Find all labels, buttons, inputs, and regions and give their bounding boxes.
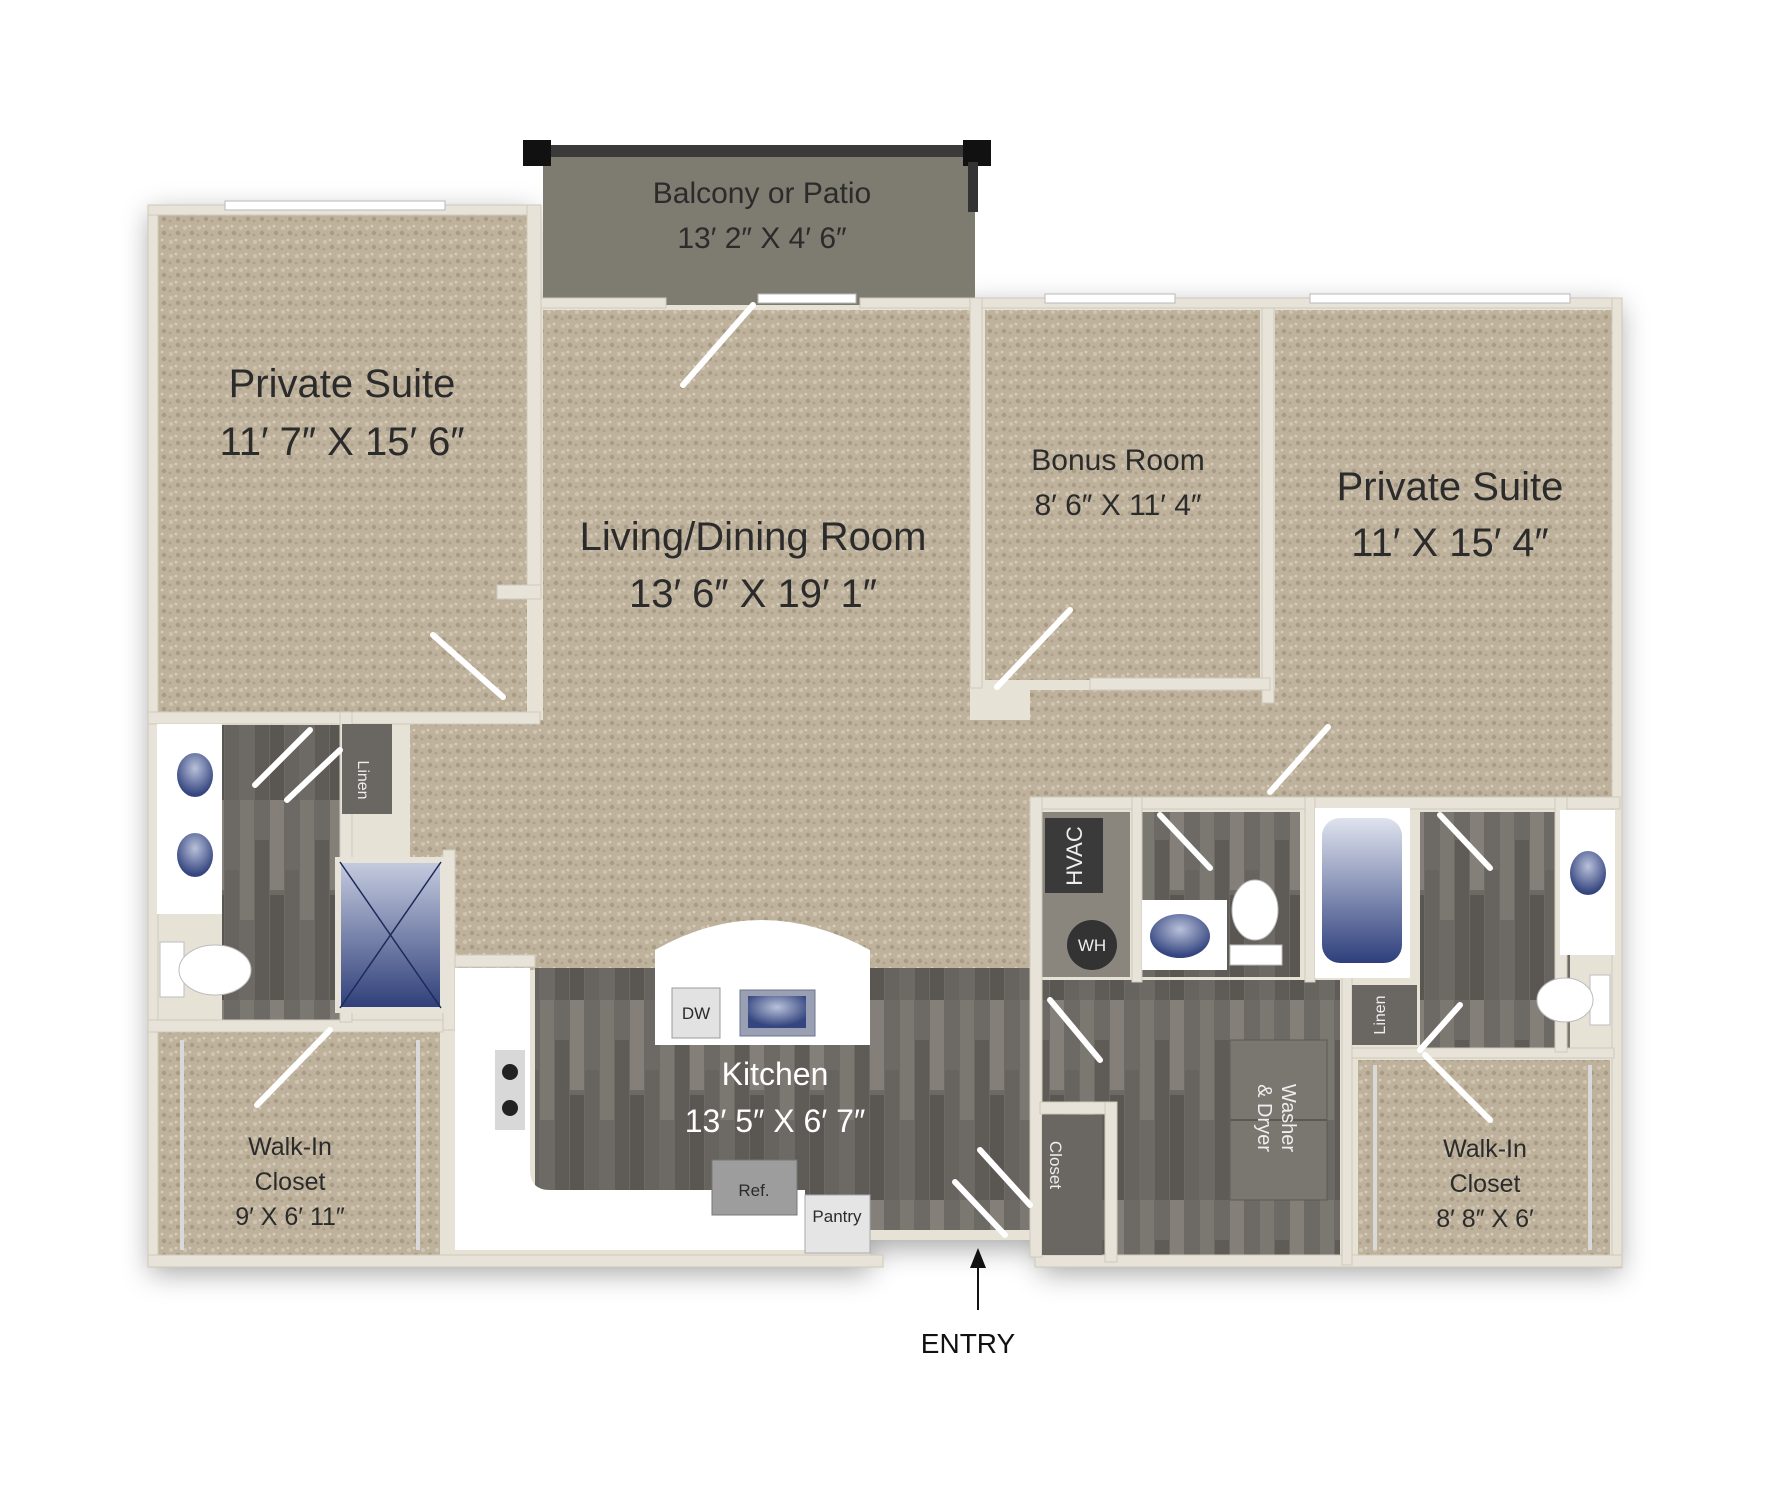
balcony-rail [530,145,986,157]
burner-icon [502,1100,518,1116]
dw-label: DW [682,1004,710,1023]
suite-left-dims: 11′ 7″ X 15′ 6″ [220,420,465,464]
bonus-dims: 8′ 6″ X 11′ 4″ [1034,489,1201,522]
closet-left-floor [157,1030,440,1255]
bath-right-floor [1420,812,1570,1057]
sink-icon [177,753,213,797]
closet-right-floor [1358,1060,1610,1255]
toilet-icon [1231,879,1279,941]
entry-arrow-icon [970,1248,986,1310]
kitchen-name: Kitchen [722,1056,829,1092]
hvac-unit [1045,818,1103,893]
sink-icon [1150,914,1210,958]
toilet-icon [1536,977,1594,1023]
balcony-floor [543,150,975,305]
sink-icon [1570,851,1606,895]
linen-right [1352,985,1417,1045]
suite-right-dims: 11′ X 15′ 4″ [1351,521,1548,565]
sink-icon [177,833,213,877]
hall-floor [1030,690,1615,800]
closet-right-dims: 8′ 8″ X 6′ [1436,1205,1534,1233]
closet-rods [180,1040,1592,1250]
wh-label: WH [1078,936,1106,955]
closet-left-dims: 9′ X 6′ 11″ [235,1203,345,1231]
closet-left-name-line2: Closet [255,1168,326,1196]
suite-left-floor [157,213,527,713]
toilet-icon [178,944,252,996]
bonus-name: Bonus Room [1031,444,1204,477]
kitchen-dims: 13′ 5″ X 6′ 7″ [685,1103,866,1139]
washer-label-line1: Washer [1277,1084,1299,1153]
windows [224,200,1571,304]
closet-right-name-line2: Closet [1450,1170,1521,1198]
suite-right-name: Private Suite [1337,465,1564,509]
closet-left-name-line1: Walk-In [248,1133,332,1161]
washer-label-line2: & Dryer [1253,1084,1275,1152]
refrigerator [711,1159,798,1216]
linen-left-label: Linen [354,760,371,799]
vanity-left [157,724,222,914]
bonus-floor [985,310,1260,680]
kitchen-sink-basin [748,996,806,1028]
bathtub [1322,818,1402,963]
living-dims: 13′ 6″ X 19′ 1″ [629,572,877,616]
closet-right-name-line1: Walk-In [1443,1135,1527,1163]
hvac-label: HVAC [1062,826,1087,886]
dishwasher [671,987,721,1039]
pantry [804,1194,871,1254]
pantry-label: Pantry [812,1207,862,1226]
linen-right-label: Linen [1372,995,1389,1034]
closet-entry [1042,1115,1102,1255]
balcony-name: Balcony or Patio [653,177,871,210]
living-name: Living/Dining Room [580,515,927,559]
toilet-tank-mid [1229,944,1283,966]
linen-left [342,724,392,814]
ref-label: Ref. [738,1181,769,1200]
entry-label: ENTRY [921,1328,1016,1359]
closet-label: Closet [1046,1141,1065,1189]
suite-left-name: Private Suite [229,362,456,406]
doors [252,302,1493,1238]
burner-icon [502,1064,518,1080]
stove [495,1050,525,1130]
balcony-dims: 13′ 2″ X 4′ 6″ [677,222,847,255]
water-heater [1067,920,1117,970]
